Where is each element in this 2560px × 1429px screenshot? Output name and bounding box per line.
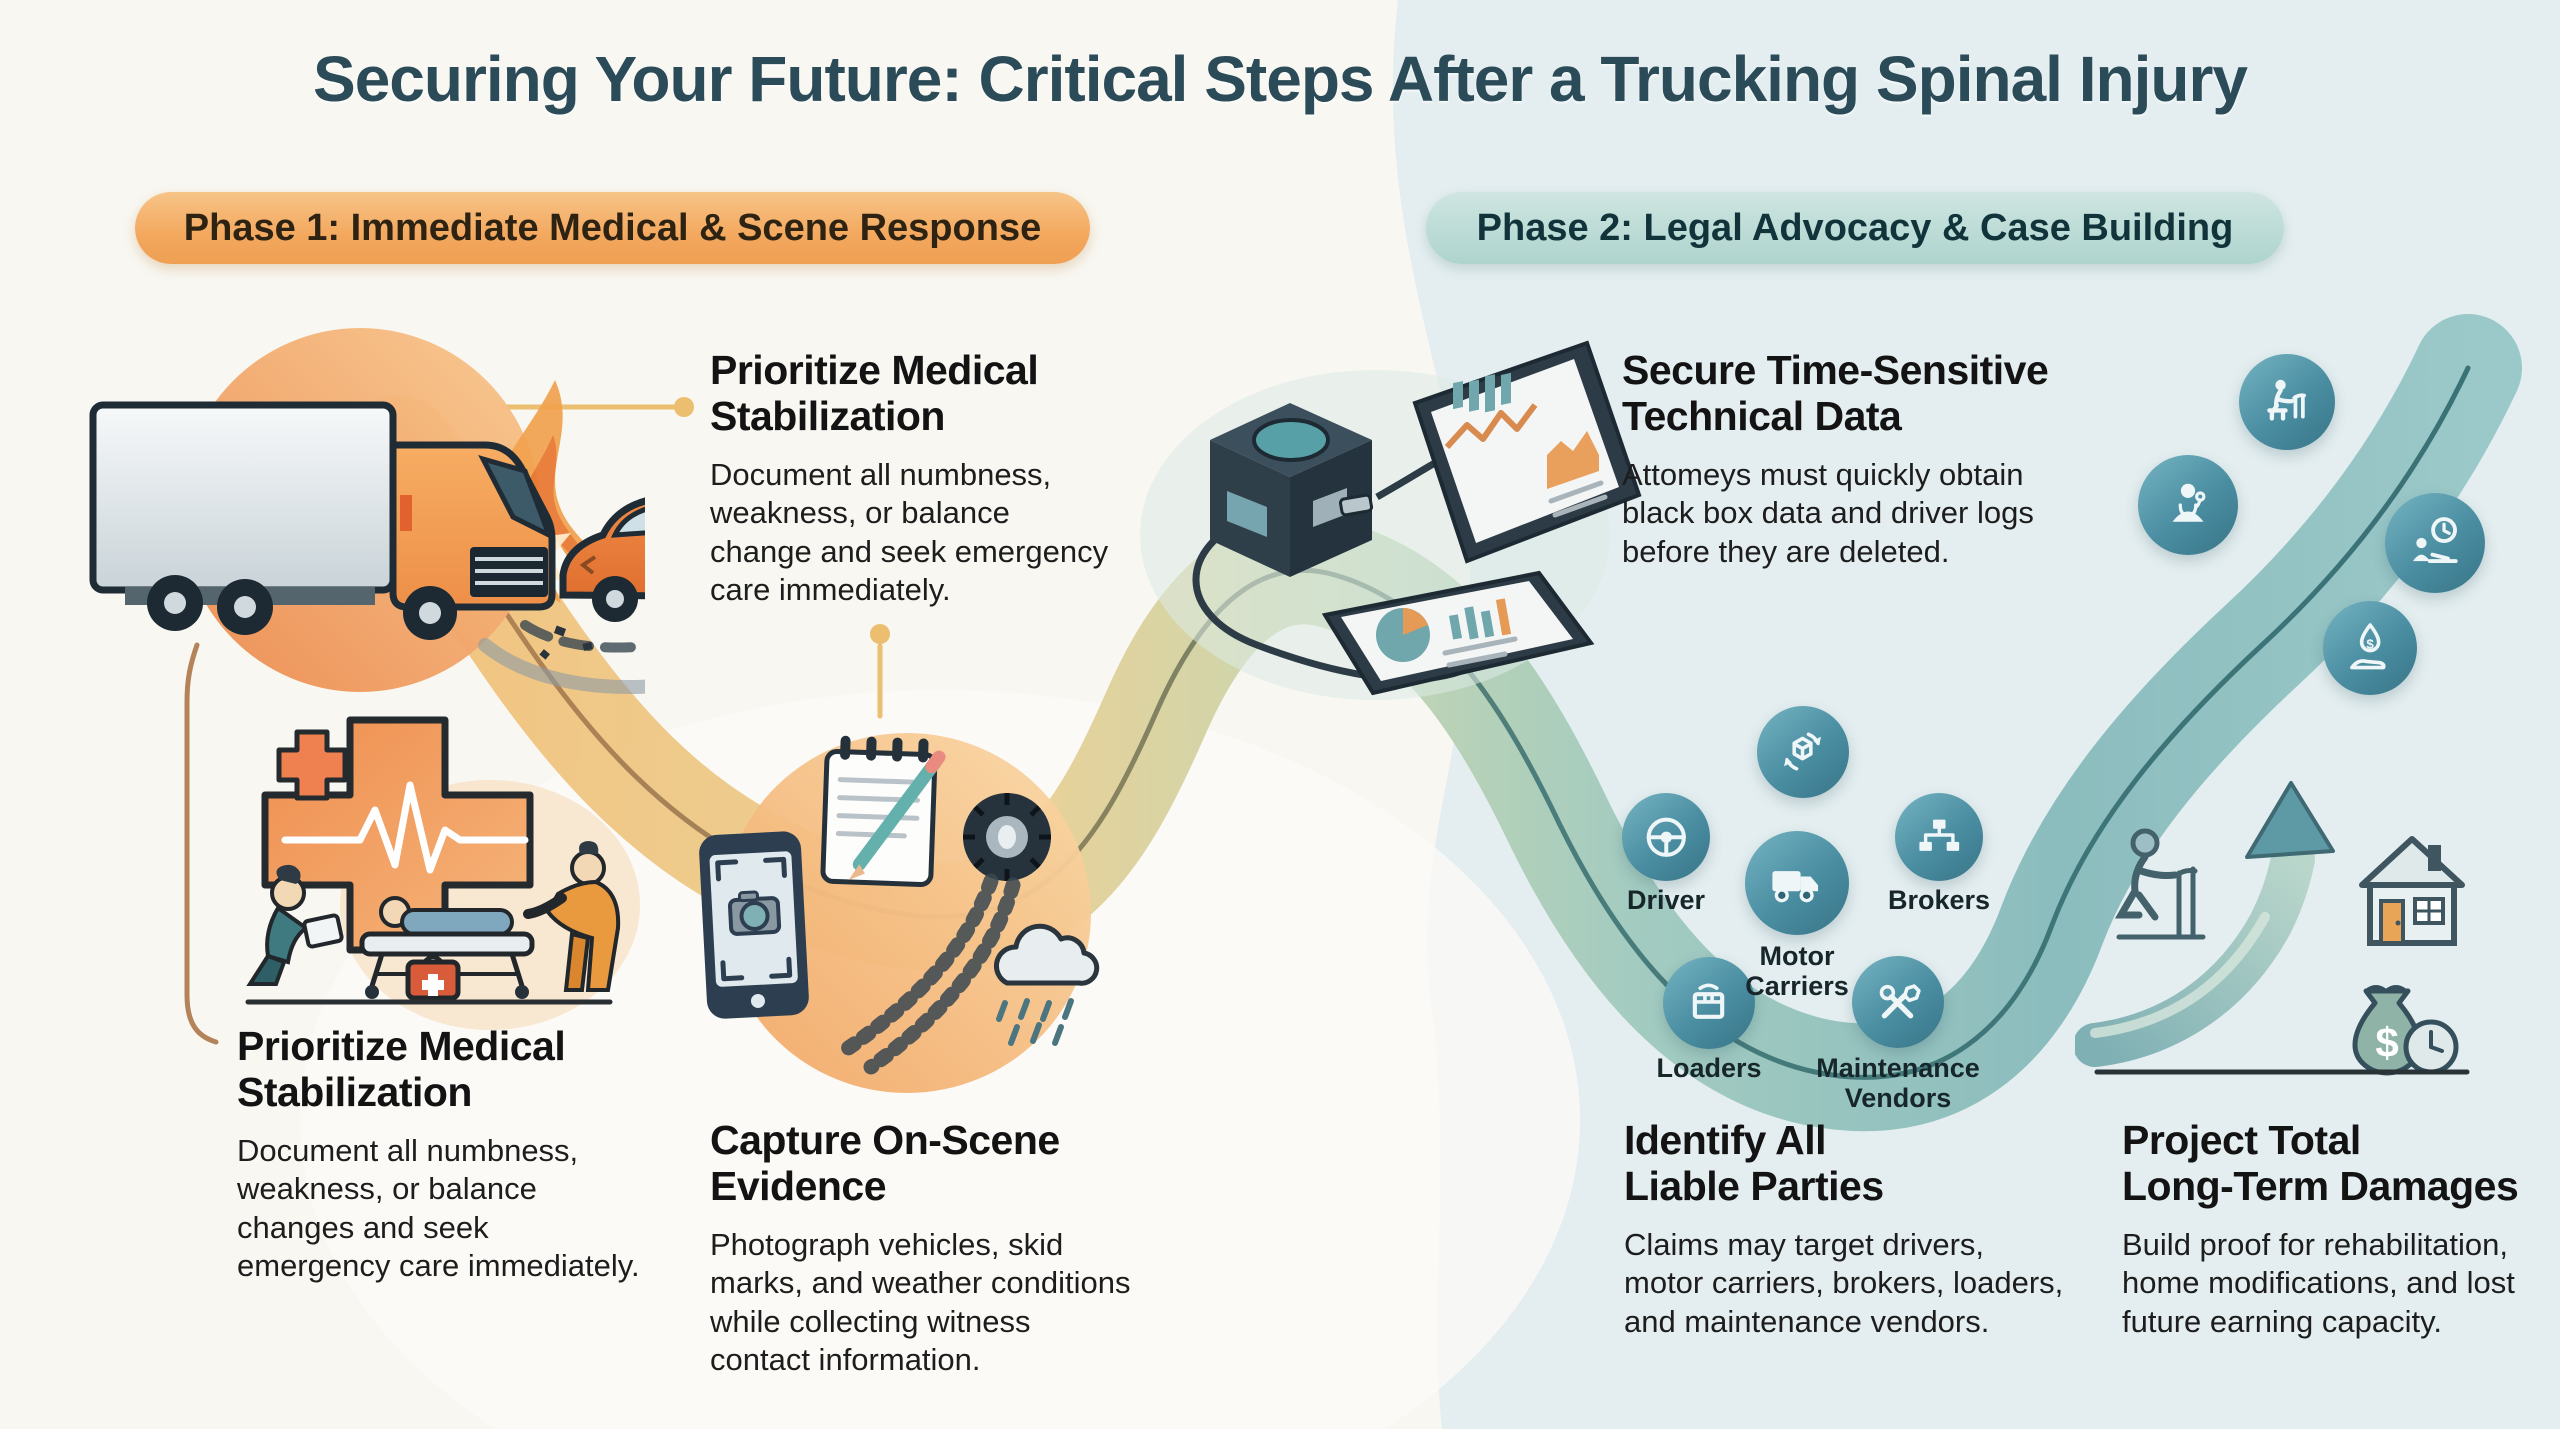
step-body: Document all numbness, weakness, or bala… <box>710 456 1109 608</box>
rain-cloud-icon <box>993 923 1100 1046</box>
party-label-maintenance-vendors: Maintenance Vendors <box>1816 1053 1980 1113</box>
phase-2-badge: Phase 2: Legal Advocacy & Case Building <box>1426 192 2284 264</box>
package-cycle-icon <box>1784 732 1822 772</box>
standing-medic <box>523 841 621 992</box>
step-technical: Secure Time-Sensitive Technical Data Att… <box>1622 347 2102 571</box>
box-truck-icon <box>89 401 556 640</box>
black-box-device-icon <box>1210 403 1374 577</box>
step-heading: Identify All Liable Parties <box>1624 1117 1884 1209</box>
black-box-data-illustration <box>1140 340 1642 700</box>
package-box-icon <box>1693 983 1725 1020</box>
doctor-circle <box>2138 455 2238 555</box>
step-heading: Secure Time-Sensitive Technical Data <box>1622 347 2049 439</box>
step-heading: Project Total Long-Term Damages <box>2122 1117 2519 1209</box>
step-body: Attomeys must quickly obtain black box d… <box>1622 456 2034 569</box>
time-tracking-circle <box>2385 493 2485 593</box>
step-body: Claims may target drivers, motor carrier… <box>1624 1226 2064 1339</box>
phase-2-label: Phase 2: Legal Advocacy & Case Building <box>1476 206 2234 249</box>
org-chart-icon <box>1919 819 1959 851</box>
step-body: Document all numbness, weakness, or bala… <box>237 1132 640 1284</box>
standing-tablet-icon <box>1412 340 1642 564</box>
first-aid-kit-icon <box>405 955 461 1001</box>
on-scene-evidence-illustration <box>699 733 1100 1093</box>
party-label-motor-carriers: Motor Carriers <box>1745 941 1849 1001</box>
notepad-pen-icon <box>820 735 946 887</box>
phase-1-badge: Phase 1: Immediate Medical & Scene Respo… <box>135 192 1090 264</box>
party-label-driver: Driver <box>1626 885 1706 915</box>
tire-icon <box>963 793 1051 881</box>
medical-stabilization-illustration <box>245 716 640 1030</box>
rehab-circle <box>2239 354 2335 450</box>
stretcher-scene <box>359 896 535 999</box>
brokers-circle <box>1895 793 1983 881</box>
motor-carriers-circle <box>1745 831 1849 935</box>
party-label-loaders: Loaders <box>1656 1053 1762 1083</box>
kneeling-medic <box>246 864 344 986</box>
money-bag-icon: $ <box>2352 985 2459 1076</box>
step-body: Build proof for rehabilitation, home mod… <box>2122 1226 2515 1339</box>
page-title: Securing Your Future: Critical Steps Aft… <box>313 43 2248 115</box>
skid-marks <box>839 873 1021 1075</box>
step-evidence: Capture On-Scene Evidence Photograph veh… <box>710 1117 1210 1380</box>
flat-tablet-icon <box>1321 570 1595 696</box>
dollar-sign: $ <box>2375 1019 2398 1066</box>
step-heading: Prioritize Medical Stabilization <box>237 1023 566 1115</box>
crossed-wrenches-icon <box>1880 984 1922 1019</box>
money-support-circle: $ <box>2323 601 2417 695</box>
maintenance-vendors-circle <box>1852 956 1944 1048</box>
package-cycle-circle <box>1757 706 1849 798</box>
step-body: Photograph vehicles, skid marks, and wea… <box>710 1226 1131 1378</box>
steering-wheel-icon <box>1646 817 1686 857</box>
phase-1-label: Phase 1: Immediate Medical & Scene Respo… <box>183 206 1042 249</box>
dollar-sign: $ <box>2366 637 2374 652</box>
doctor-icon <box>2172 483 2206 522</box>
growth-arrow-icon <box>2075 781 2335 1067</box>
debris-and-skid <box>478 620 645 694</box>
step-medical-top: Prioritize Medical Stabilization Documen… <box>710 347 1190 610</box>
driver-circle <box>1622 793 1710 881</box>
crashed-car-icon <box>559 497 645 622</box>
money-support-icon: $ <box>2349 623 2386 670</box>
ekg-line <box>281 781 529 874</box>
truck-icon <box>1772 870 1818 903</box>
truck-crash-illustration <box>89 328 645 694</box>
step-liable: Identify All Liable Parties Claims may t… <box>1624 1117 2124 1341</box>
loaders-circle <box>1663 957 1755 1049</box>
time-tracking-icon <box>2413 517 2458 564</box>
camera-phone-icon <box>699 831 809 1019</box>
step-damages: Project Total Long-Term Damages Build pr… <box>2122 1117 2560 1341</box>
house-icon <box>2359 836 2465 946</box>
step-heading: Prioritize Medical Stabilization <box>710 347 1039 439</box>
party-label-brokers: Brokers <box>1887 885 1991 915</box>
long-term-damages-illustration: $ <box>2075 781 2470 1076</box>
step-heading: Capture On-Scene Evidence <box>710 1117 1060 1209</box>
step-medical-bottom: Prioritize Medical Stabilization Documen… <box>237 1023 717 1286</box>
rehab-person-figure <box>2114 828 2206 940</box>
rehab-person-icon <box>2267 380 2307 421</box>
